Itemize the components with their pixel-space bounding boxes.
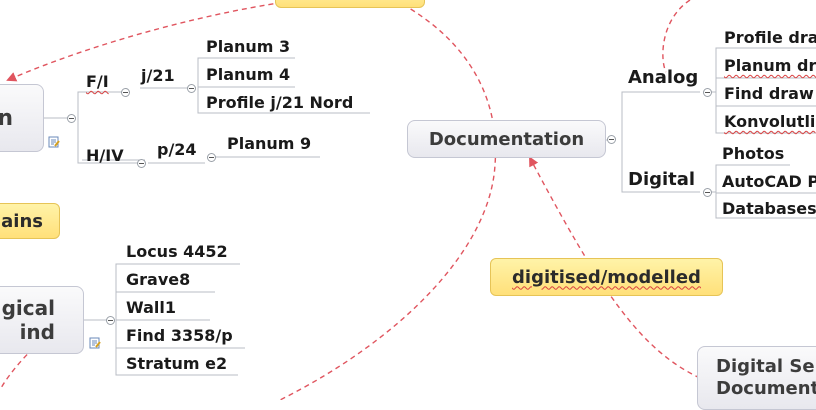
- collapse-toggle-find[interactable]: [106, 316, 115, 325]
- digitised-modelled-label: digitised/modelled: [512, 266, 701, 288]
- topic-planum-9[interactable]: Planum 9: [227, 134, 312, 153]
- topic-photos[interactable]: Photos: [722, 144, 785, 163]
- topic-planum-3[interactable]: Planum 3: [206, 37, 291, 56]
- topic-autocad[interactable]: AutoCAD P: [722, 172, 816, 191]
- topic-grave8[interactable]: Grave8: [126, 270, 191, 289]
- topic-hiv[interactable]: H/IV: [86, 146, 124, 165]
- topic-profile-dra[interactable]: Profile dra: [724, 28, 816, 47]
- topic-analog[interactable]: Analog: [628, 67, 699, 88]
- collapse-toggle-plan[interactable]: [67, 114, 76, 123]
- relation-curve-top-left: [6, 0, 301, 82]
- digital-se-document-node[interactable]: Digital Se Document: [697, 346, 816, 410]
- remains-node[interactable]: ains: [0, 203, 60, 239]
- find-node[interactable]: gical ind: [0, 286, 84, 354]
- top-yellow-node[interactable]: [275, 0, 425, 8]
- topic-wall1[interactable]: Wall1: [126, 298, 176, 317]
- topic-planum-4[interactable]: Planum 4: [206, 65, 291, 84]
- relation-curve-left-bottom: [0, 341, 41, 391]
- mind-map-connections: [0, 0, 816, 400]
- topic-databases[interactable]: Databases: [722, 199, 816, 218]
- plan-node[interactable]: n: [0, 84, 44, 152]
- relation-curve-top-right: [662, 0, 691, 73]
- find-node-line2: ind: [19, 320, 55, 344]
- plan-node-label: n: [0, 105, 13, 131]
- collapse-toggle-p24[interactable]: [207, 153, 216, 162]
- topic-p24[interactable]: p/24: [157, 140, 197, 159]
- note-icon[interactable]: [48, 136, 60, 148]
- topic-planum-dr[interactable]: Planum dr: [724, 56, 816, 75]
- collapse-toggle-documentation[interactable]: [607, 135, 616, 144]
- topic-j21[interactable]: j/21: [141, 66, 175, 85]
- collapse-toggle-digital[interactable]: [703, 188, 712, 197]
- topic-konvolutli[interactable]: Konvolutli: [724, 112, 816, 131]
- topic-locus-4452[interactable]: Locus 4452: [126, 242, 228, 261]
- relation-curve-digitised: [529, 156, 701, 379]
- topic-find-draw[interactable]: Find draw: [724, 84, 814, 103]
- find-node-line1: gical: [1, 296, 55, 320]
- digital-se-line1: Digital Se: [716, 356, 815, 377]
- collapse-toggle-hiv[interactable]: [137, 159, 146, 168]
- topic-stratum-e2[interactable]: Stratum e2: [126, 354, 228, 373]
- collapse-toggle-fi[interactable]: [121, 88, 130, 97]
- topic-find-3358p[interactable]: Find 3358/p: [126, 326, 233, 345]
- digitised-modelled-node[interactable]: digitised/modelled: [490, 258, 723, 296]
- digital-se-line2: Document: [716, 378, 816, 399]
- note-icon[interactable]: [89, 337, 101, 349]
- topic-digital[interactable]: Digital: [628, 169, 696, 190]
- central-topic-label: Documentation: [428, 128, 585, 150]
- collapse-toggle-j21[interactable]: [187, 84, 196, 93]
- collapse-toggle-analog[interactable]: [703, 88, 712, 97]
- relation-curve-top-center: [279, 0, 497, 400]
- topic-profile-j21-nord[interactable]: Profile j/21 Nord: [206, 93, 354, 112]
- central-topic-documentation[interactable]: Documentation: [407, 120, 606, 158]
- topic-fi[interactable]: F/I: [86, 72, 109, 91]
